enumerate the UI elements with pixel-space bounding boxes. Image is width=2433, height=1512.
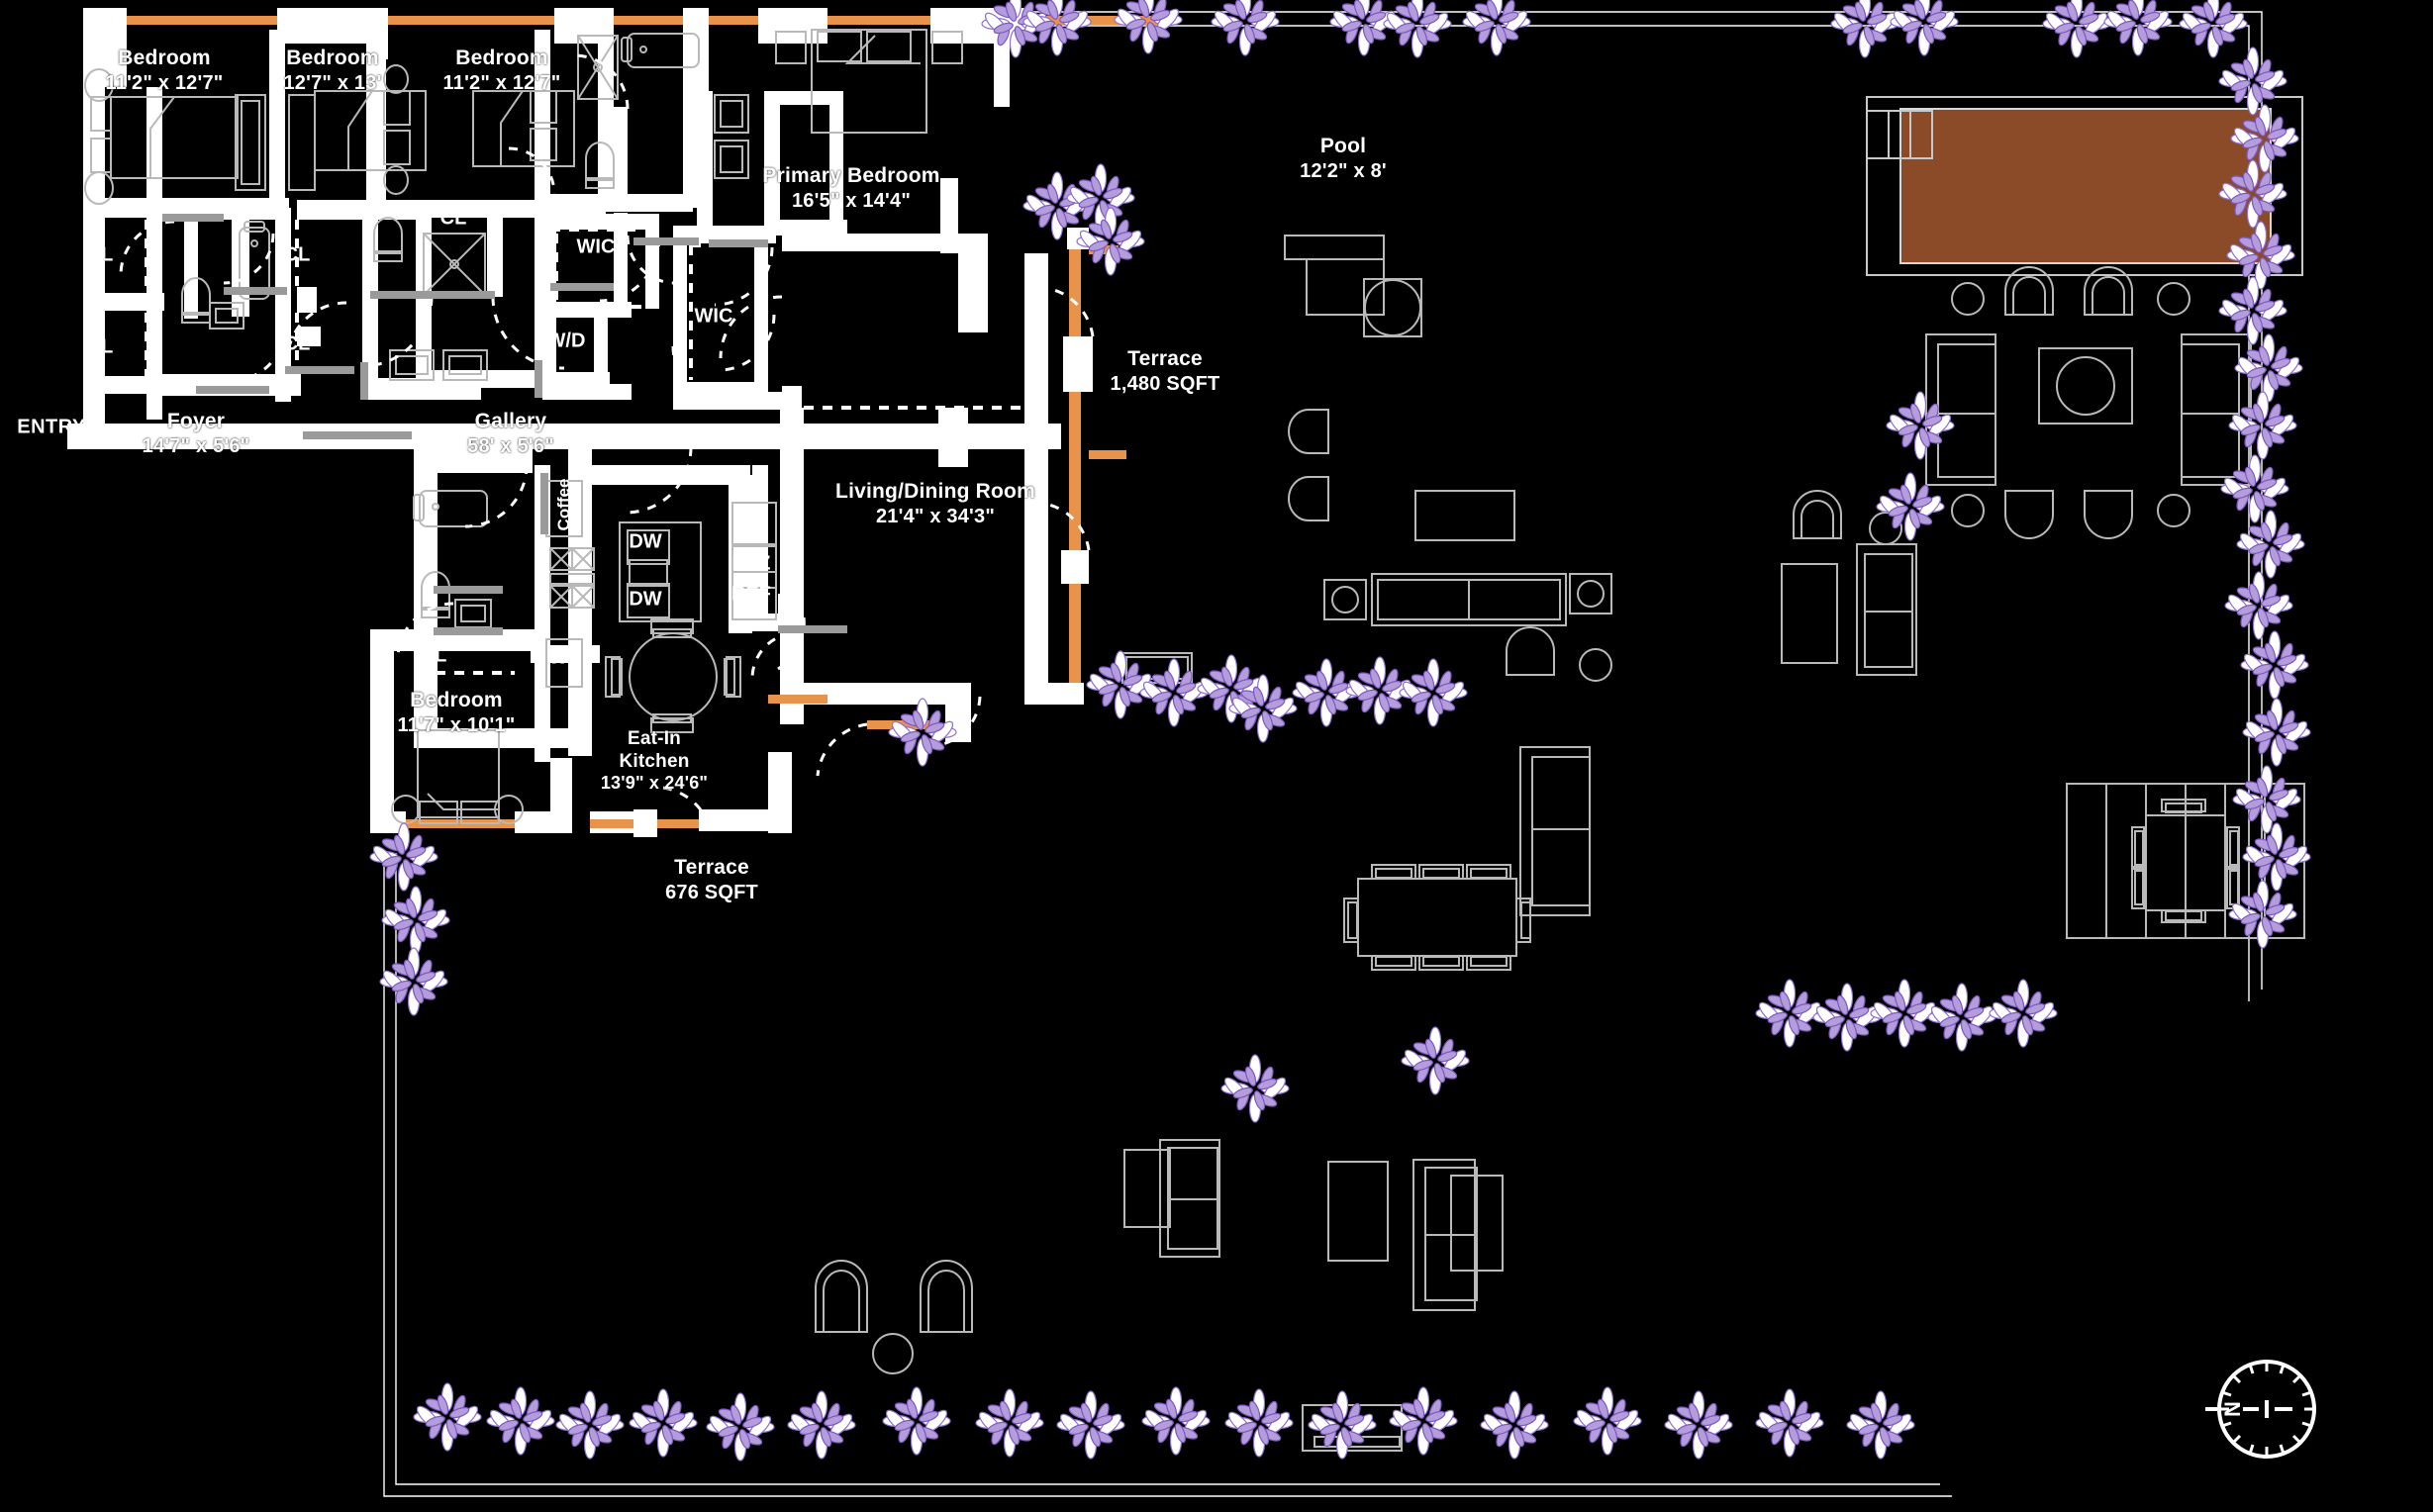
- room-dimension: 12'7" x 13': [283, 71, 382, 94]
- tag-coffee: Coffee: [554, 478, 573, 531]
- armchair-icon: [1288, 409, 1329, 454]
- tag-ref: REF: [731, 583, 771, 606]
- room-dimension: 11'7" x 10'1": [397, 713, 516, 736]
- room-name: Living/Dining Room: [835, 480, 1035, 503]
- dining-table-icon: [1343, 864, 1531, 971]
- range-icon: [549, 547, 595, 609]
- tag-dw: DW: [629, 588, 662, 611]
- outdoor-chair-icon: [1506, 626, 1555, 676]
- room-dimension: 1,480 SQFT: [1110, 372, 1220, 395]
- outdoor-chair-icon: [2004, 266, 2054, 316]
- sink-icon: [714, 94, 749, 134]
- compass-north-label: N: [2220, 1401, 2245, 1417]
- door-swing-arc: [119, 53, 1095, 830]
- room-dimension: 58' x 5'6": [467, 434, 554, 457]
- outdoor-chair-icon: [2004, 490, 2054, 539]
- tag-wic: WIC: [694, 305, 733, 328]
- shelf-group: [162, 214, 847, 635]
- outdoor-chair-icon: [2084, 490, 2133, 539]
- closet-dashed-line: [145, 202, 1025, 675]
- room-name: Pool: [1319, 135, 1367, 157]
- toilet-icon: [585, 142, 615, 181]
- tag-cl: CL: [420, 644, 447, 667]
- tag-wd: W/D: [546, 330, 586, 352]
- room-dimension: 13'9" x 24'6": [600, 773, 709, 794]
- outdoor-chair-icon: [1793, 490, 1842, 539]
- sink-icon: [209, 302, 244, 330]
- outdoor-chair-icon: [815, 1260, 868, 1333]
- room-name: Bedroom: [455, 47, 548, 69]
- tag-cl: CL: [439, 207, 467, 230]
- tag-cl: CL: [283, 332, 311, 355]
- wall-group: [67, 8, 1164, 837]
- sink-icon: [714, 140, 749, 179]
- room-dimension: 11'2" x 12'7": [105, 71, 224, 94]
- tag-frz: FRZ: [731, 552, 771, 575]
- toilet-icon: [181, 277, 211, 316]
- tag-cl: CL: [283, 243, 311, 266]
- tag-wic: WIC: [576, 236, 616, 258]
- sink-icon: [442, 349, 488, 381]
- room-name: Bedroom: [286, 47, 379, 69]
- furniture-group: [84, 29, 2305, 1452]
- room-name: Bedroom: [118, 47, 211, 69]
- toilet-icon: [373, 217, 403, 254]
- room-name: Primary Bedroom: [762, 164, 940, 187]
- room-name: Foyer: [166, 410, 226, 432]
- bathtub-icon: [413, 490, 488, 527]
- room-name: Terrace: [1127, 347, 1203, 370]
- compass-rose: N: [2205, 1360, 2316, 1459]
- room-name: Terrace: [674, 856, 749, 879]
- room-dimension: 16'5" x 14'4": [791, 189, 912, 212]
- room-dimension: 11'2" x 12'7": [442, 71, 561, 94]
- terrace-door-group: [1061, 228, 1126, 683]
- room-dimension: 676 SQFT: [665, 881, 758, 903]
- armchair-icon: [1288, 476, 1329, 521]
- shower-icon: [577, 35, 619, 100]
- tag-ov: OV: [736, 515, 766, 537]
- outdoor-chair-icon: [2084, 266, 2133, 316]
- bathtub-icon: [239, 221, 270, 300]
- tag-cl: CL: [86, 335, 114, 358]
- bathtub-icon: [621, 33, 700, 68]
- tag-cl: CL: [86, 243, 114, 266]
- room-dimension: 12'2" x 8': [1300, 159, 1387, 182]
- tag-dw: DW: [629, 530, 662, 553]
- room-dimension: 14'7" x 5'6": [142, 434, 250, 457]
- sink-icon: [389, 349, 435, 381]
- tag-wf: WF: [548, 646, 580, 669]
- pool-steps-icon: [1866, 110, 1933, 159]
- entry-label: ENTRY: [17, 416, 86, 438]
- room-name: Gallery: [474, 410, 547, 432]
- room-dimension: 21'4" x 34'3": [875, 505, 996, 527]
- room-name: Bedroom: [410, 689, 503, 711]
- outdoor-chair-icon: [920, 1260, 973, 1333]
